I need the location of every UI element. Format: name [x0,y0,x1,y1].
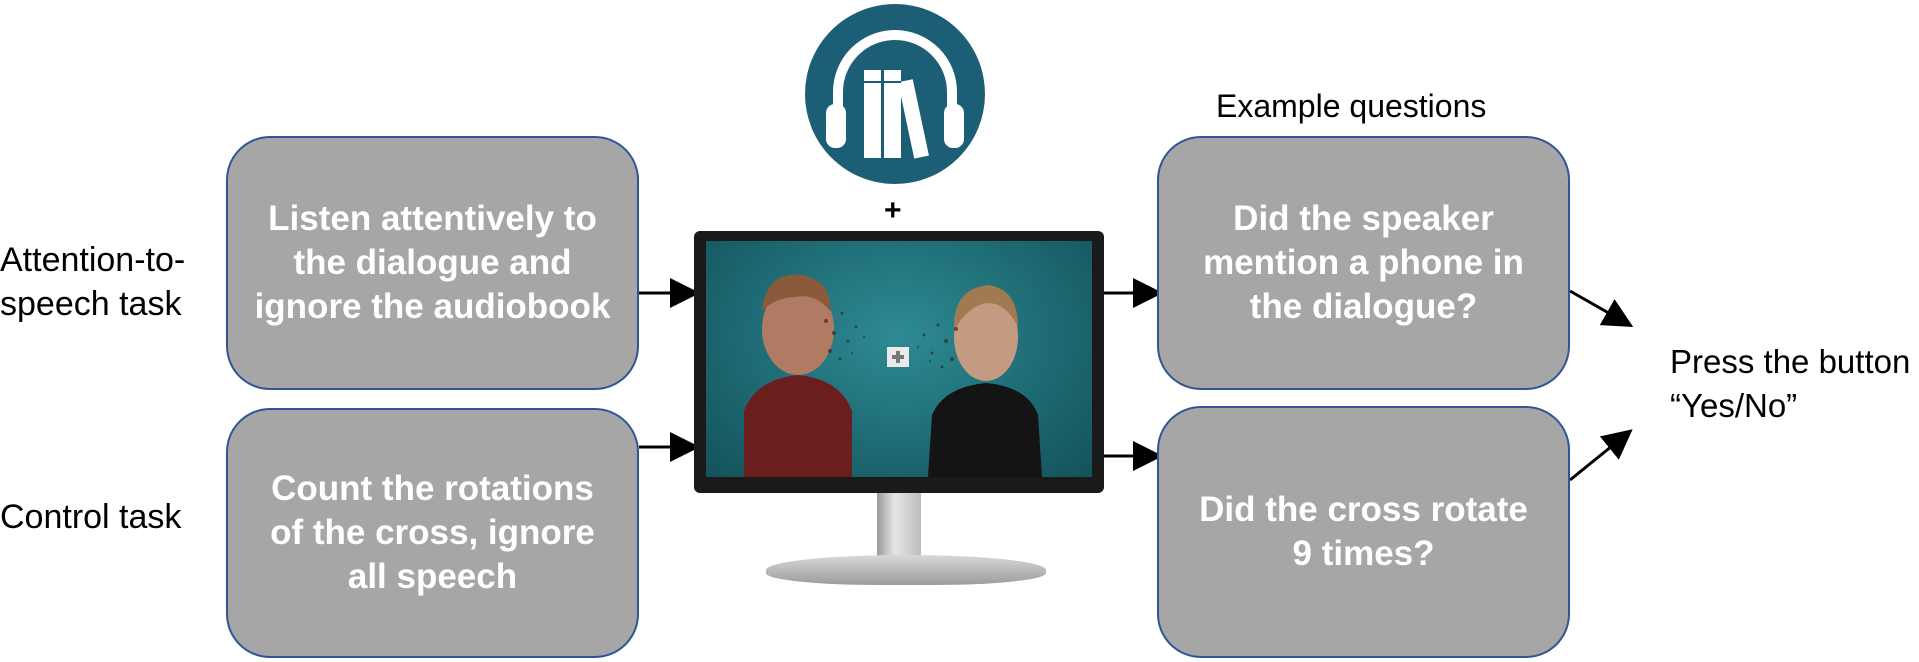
dialogue-video-screen [706,241,1092,477]
plus-sign: + [884,194,902,227]
control-instruction-box: Count the rotations of the cross, ignore… [226,408,639,658]
arrow-question-to-response-top [1569,289,1634,327]
attention-task-label: Attention-to-speech task [0,241,186,323]
attention-question-box: Did the speaker mention a phone in the d… [1157,136,1570,390]
control-question-box: Did the cross rotate 9 times? [1157,406,1570,658]
monitor-stand-base [766,555,1046,585]
attention-instruction-text: Listen attentively to the dialogue and i… [254,199,611,326]
attention-question-text: Did the speaker mention a phone in the d… [1203,199,1524,326]
response-instruction: Press the button “Yes/No” [1670,343,1911,424]
fixation-cross [887,347,909,367]
example-questions-heading: Example questions [1216,88,1487,124]
arrow-question-to-response-bottom [1569,429,1633,482]
control-task-label: Control task [0,498,182,536]
control-question-text: Did the cross rotate 9 times? [1199,490,1528,573]
attention-instruction-box: Listen attentively to the dialogue and i… [226,136,639,390]
control-instruction-text: Count the rotations of the cross, ignore… [270,469,595,596]
speakers-illustration [744,274,1042,477]
headphones-books-icon [805,4,985,184]
monitor-stand-neck [877,493,921,563]
